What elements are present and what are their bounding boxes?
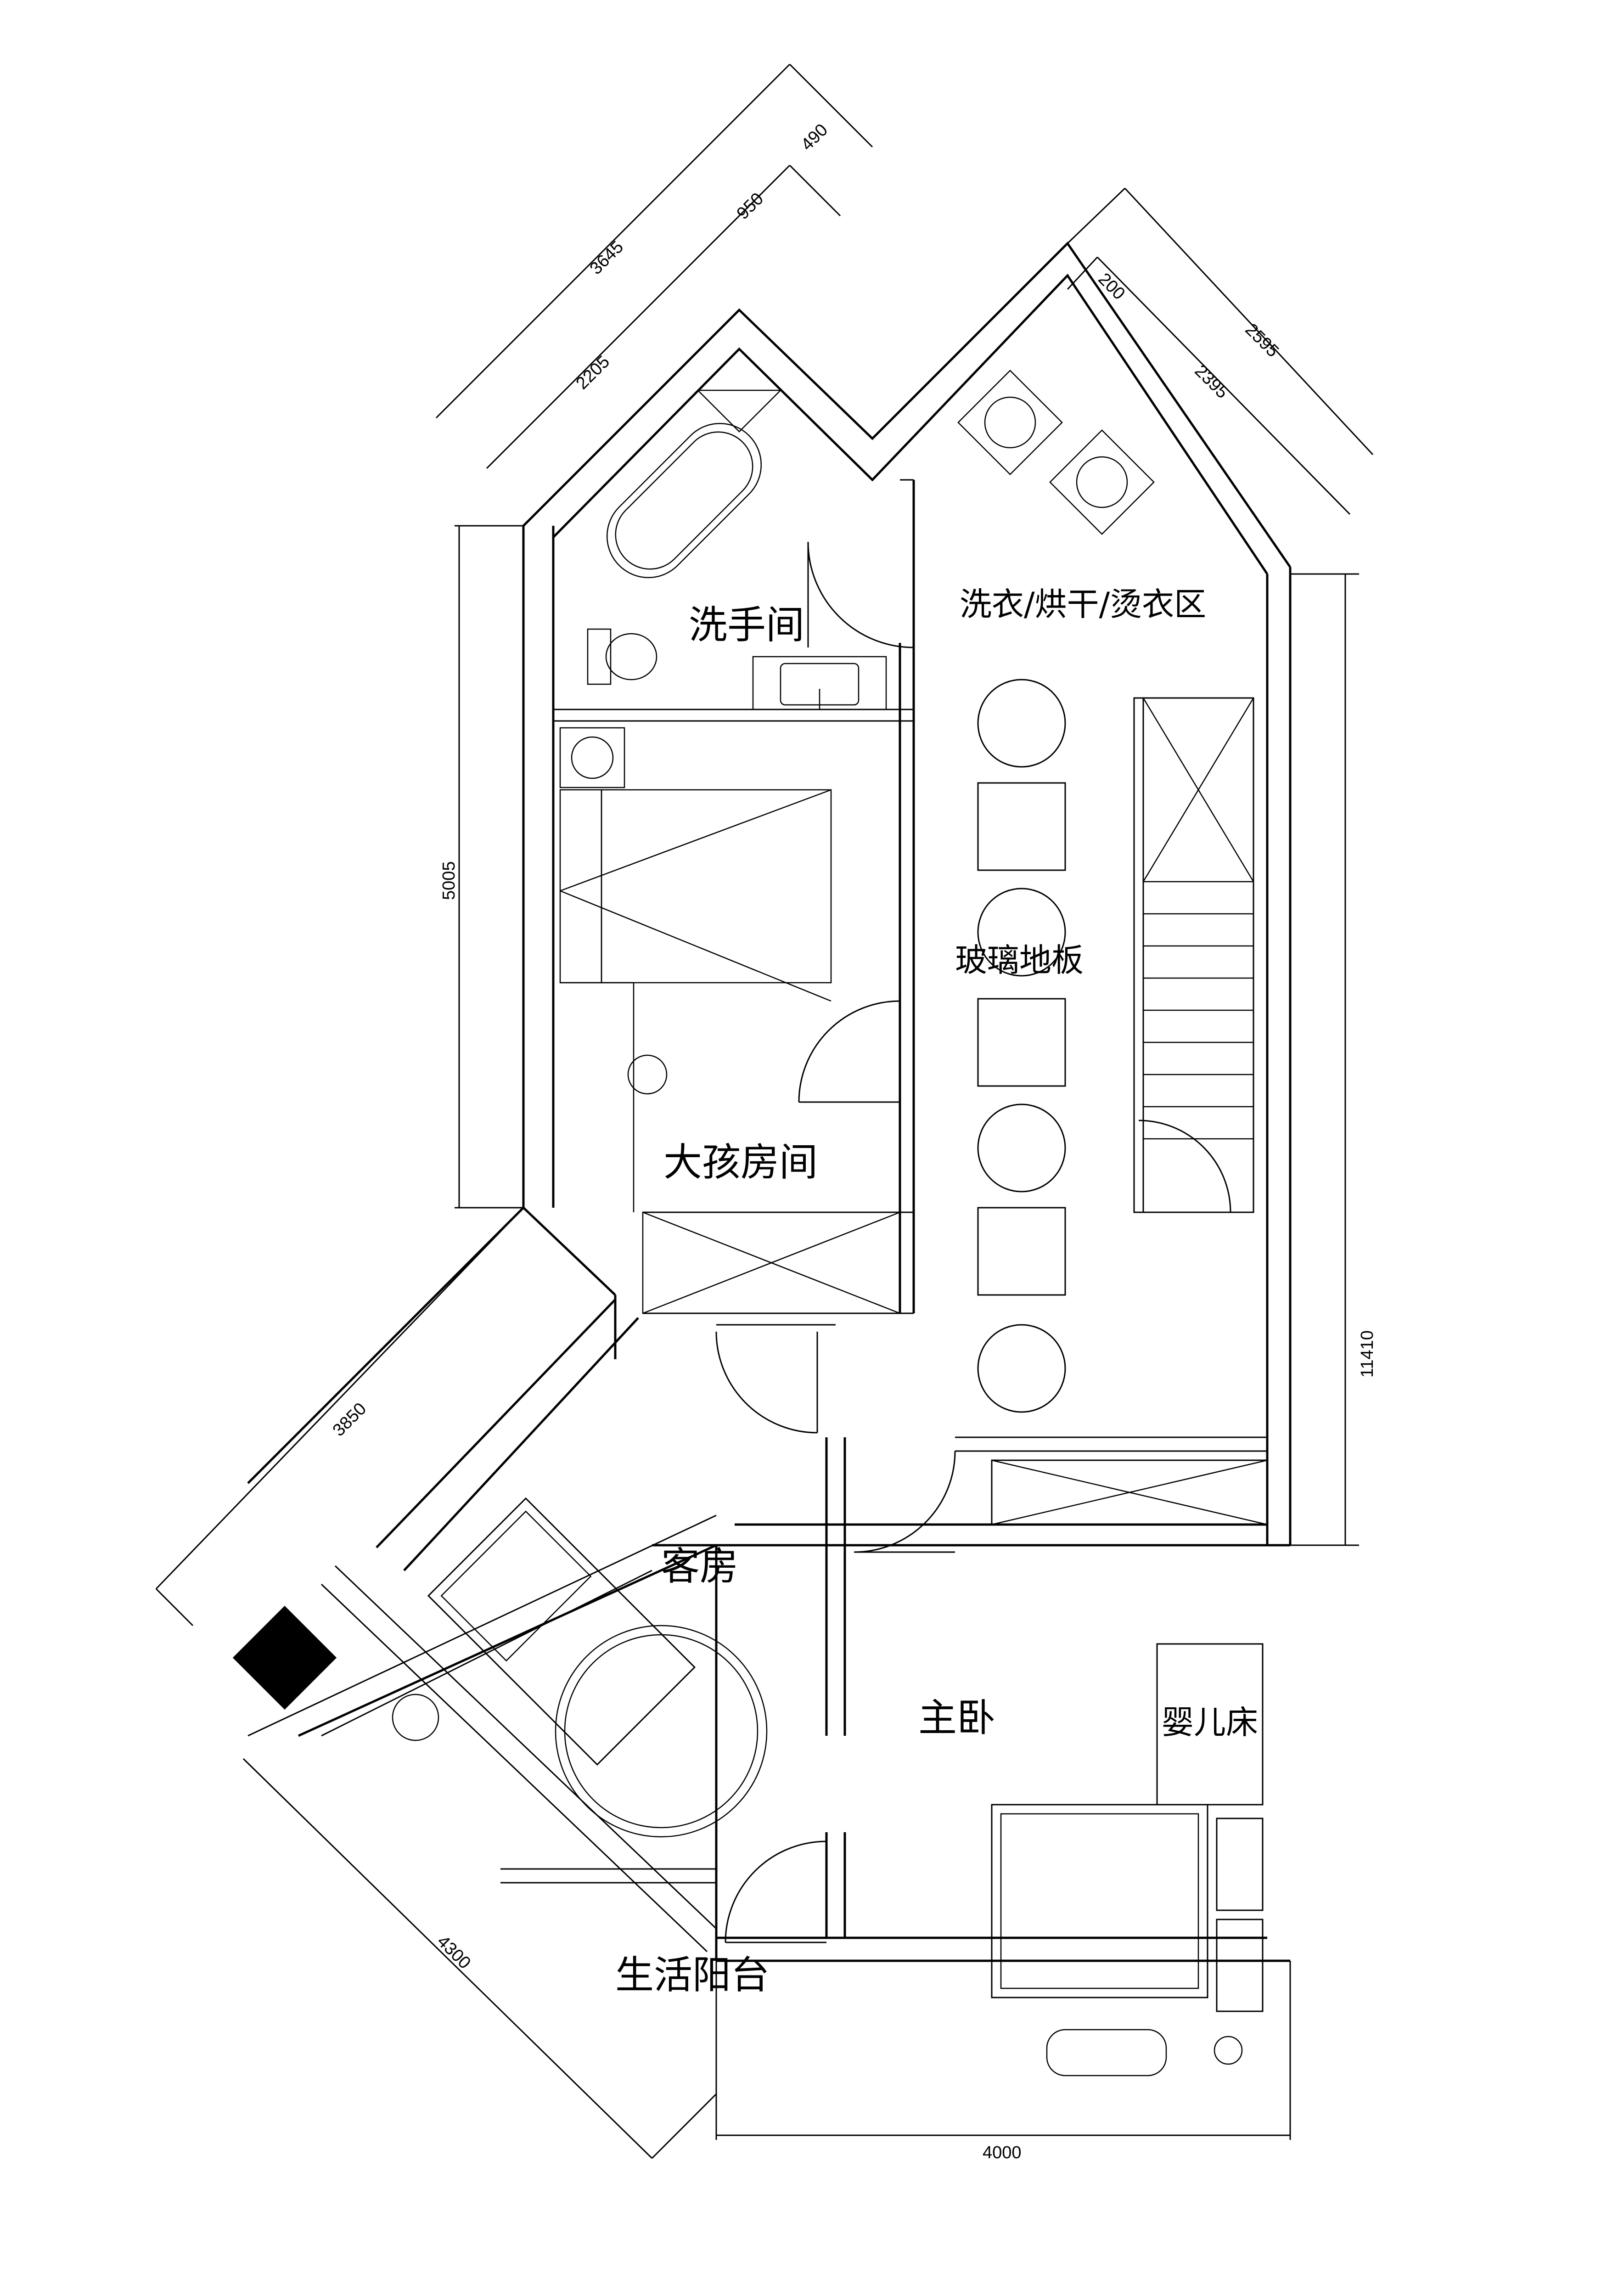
label-bathroom: 洗手间	[689, 602, 804, 647]
dim-left-height: 5005	[439, 861, 459, 900]
bathroom-fixtures	[587, 349, 887, 710]
dim-right-top-a: 200	[1095, 270, 1129, 304]
dim-right-top-b: 2395	[1191, 361, 1232, 402]
structural-column	[232, 1605, 337, 1710]
label-laundry: 洗衣/烘干/烫衣区	[960, 585, 1206, 623]
staircase	[1133, 697, 1254, 1213]
room-labels: 洗手间 洗衣/烘干/烫衣区 玻璃地板 大孩房间 客房 主卧 婴儿床 生活阳台	[615, 585, 1258, 1998]
dim-top-total: 3645	[586, 237, 627, 278]
doors	[715, 541, 1231, 1943]
dim-left-diag-lower: 4300	[433, 1932, 474, 1973]
bathtub	[606, 422, 762, 579]
outer-walls	[247, 242, 1292, 1962]
dryer	[1049, 429, 1155, 535]
label-elder-child-room: 大孩房间	[663, 1140, 818, 1185]
master-furniture	[991, 1459, 1268, 2077]
dim-bottom-width: 4000	[983, 2143, 1022, 2162]
label-utility-balcony: 生活阳台	[615, 1953, 770, 1998]
dim-left-diag-upper: 3850	[329, 1399, 370, 1440]
dim-top-seg-c: 490	[798, 120, 832, 155]
dim-top-seg-a: 2205	[573, 352, 613, 393]
label-guest-room: 客房	[661, 1544, 738, 1589]
washer	[957, 370, 1063, 475]
crib-frame	[1156, 1643, 1264, 1806]
glass-floor-tiles	[977, 679, 1066, 1413]
sink-counter	[752, 656, 887, 710]
rug-mat	[1046, 2029, 1167, 2077]
label-glass-floor: 玻璃地板	[955, 941, 1084, 979]
shower-box	[697, 349, 781, 433]
laundry-machines	[957, 370, 1155, 535]
guest-room-furniture	[392, 1497, 768, 1838]
dim-top-seg-b: 950	[733, 189, 768, 224]
dimension-labels: 3645 2205 950 490 200 2595 2395 5005 114…	[329, 120, 1377, 2162]
kid-room-furniture	[559, 727, 901, 1314]
master-bed	[991, 1804, 1264, 2012]
dimension-lines	[155, 63, 1374, 2159]
floor-drain	[1214, 2036, 1243, 2065]
side-chair	[392, 1694, 439, 1741]
dim-right-top-total: 2595	[1242, 320, 1282, 361]
dim-right-height: 11410	[1358, 1330, 1377, 1378]
toilet	[587, 628, 657, 685]
label-crib: 婴儿床	[1162, 1704, 1258, 1741]
label-master-bedroom: 主卧	[918, 1695, 995, 1740]
